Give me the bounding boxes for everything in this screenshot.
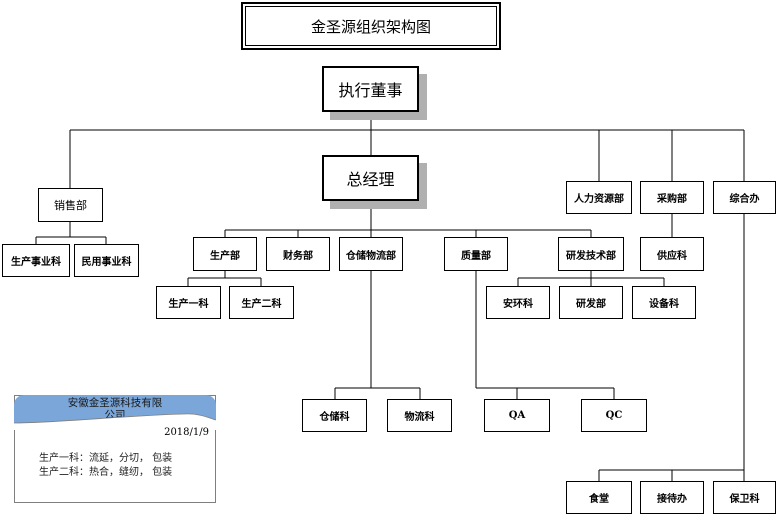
supply-section-node: 供应科	[640, 237, 704, 271]
production-dept-node: 生产部	[193, 237, 257, 271]
quality-dept-node: 质量部	[444, 237, 508, 271]
general-manager-node: 总经理	[322, 155, 419, 201]
warehouse-logistics-dept-node: 仓储物流部	[339, 237, 403, 271]
canteen-section-node: 食堂	[566, 481, 632, 514]
card-date: 2018/1/9	[164, 427, 209, 438]
equipment-section-node: 设备科	[632, 286, 696, 319]
rnd-tech-dept-node: 研发技术部	[558, 237, 624, 271]
reception-section-node: 接待办	[640, 481, 704, 514]
general-office-node: 综合办	[713, 181, 776, 214]
card-note-line-1: 生产一科：流延，分切， 包装	[39, 453, 173, 464]
rnd-section-node: 研发部	[559, 286, 623, 319]
executive-director-node: 执行董事	[322, 66, 419, 112]
production-section-1-node: 生产一科	[156, 286, 221, 319]
header-wave-decoration	[14, 413, 216, 430]
card-note-line-2: 生产二科：热合，缝纫， 包装	[39, 467, 173, 478]
company-name-line1: 安徽金圣源科技有限	[67, 397, 163, 409]
security-section-node: 保卫科	[713, 481, 776, 514]
sales-production-section-node: 生产事业科	[2, 244, 70, 277]
info-card: 安徽金圣源科技有限 公司 2018/1/9 生产一科：流延，分切， 包装 生产二…	[14, 395, 216, 503]
purchasing-dept-node: 采购部	[640, 181, 704, 214]
chart-title: 金圣源组织架构图	[241, 2, 501, 50]
sales-dept-node: 销售部	[38, 188, 103, 222]
logistics-section-node: 物流科	[387, 399, 452, 432]
sales-civil-section-node: 民用事业科	[74, 244, 139, 277]
production-section-2-node: 生产二科	[229, 286, 294, 319]
qa-section-node: QA	[484, 399, 550, 432]
hr-dept-node: 人力资源部	[566, 181, 632, 214]
finance-dept-node: 财务部	[266, 237, 330, 271]
safety-env-section-node: 安环科	[486, 286, 550, 319]
storage-section-node: 仓储科	[302, 399, 367, 432]
qc-section-node: QC	[581, 399, 647, 432]
